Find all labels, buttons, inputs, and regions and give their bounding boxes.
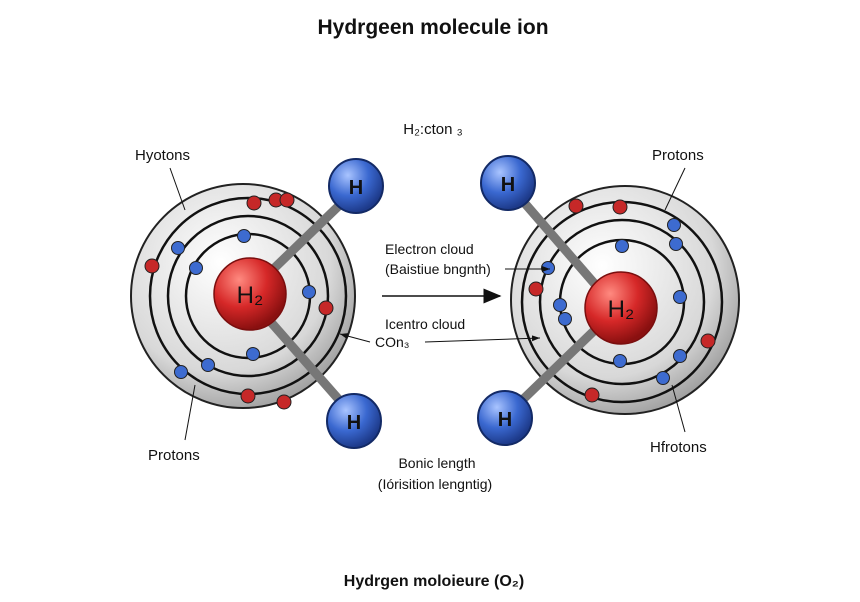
electron-blue bbox=[613, 354, 627, 368]
leader-left-cloud bbox=[339, 333, 371, 343]
electron-blue bbox=[302, 285, 316, 299]
leader-right-top bbox=[664, 167, 686, 211]
electron-red bbox=[240, 388, 256, 404]
label-left-bottom: Protons bbox=[148, 447, 200, 464]
electron-blue bbox=[189, 261, 203, 275]
right-hydrogen-bottom-label: H bbox=[498, 409, 512, 431]
left-nucleus bbox=[213, 257, 287, 331]
electron-red bbox=[528, 281, 544, 297]
electron-blue bbox=[669, 237, 683, 251]
electron-blue bbox=[615, 239, 629, 253]
electron-shell bbox=[538, 218, 706, 386]
electron-red bbox=[279, 192, 295, 208]
left-hydrogen-bottom bbox=[326, 393, 382, 449]
diagram-title: Hydrgeen molecule ion bbox=[317, 16, 548, 39]
left-bond-top bbox=[258, 191, 354, 284]
electron-red bbox=[318, 300, 334, 316]
caption: Hydrgen moloieure (O₂) bbox=[344, 573, 524, 590]
right-hydrogen-top-label: H bbox=[501, 174, 515, 196]
top-label: H₂:cton ₃ bbox=[403, 121, 462, 138]
label-right-bottom: Hfrotons bbox=[650, 439, 707, 456]
electron-blue bbox=[171, 241, 185, 255]
left-hydrogen-top bbox=[328, 158, 384, 214]
leader-con3 bbox=[424, 335, 541, 343]
label-icentro-cloud: Icentro cloud bbox=[385, 316, 465, 332]
electron-blue bbox=[541, 261, 555, 275]
electron-red bbox=[700, 333, 716, 349]
right-hydrogen-bottom bbox=[477, 390, 533, 446]
electron-red bbox=[246, 195, 262, 211]
electron-red bbox=[568, 198, 584, 214]
leader-left-bottom bbox=[184, 384, 196, 441]
label-right-top: Protons bbox=[652, 147, 704, 164]
left-nucleus-label: H₂ bbox=[237, 282, 264, 309]
electron-red bbox=[144, 258, 160, 274]
electron-red bbox=[584, 387, 600, 403]
electron-blue bbox=[174, 365, 188, 379]
right-hydrogen-top bbox=[480, 155, 536, 211]
label-bonic-length: Bonic length bbox=[398, 455, 475, 471]
electron-blue bbox=[553, 298, 567, 312]
electron-red bbox=[612, 199, 628, 215]
electron-blue bbox=[201, 358, 215, 372]
electron-shell bbox=[166, 214, 330, 378]
left-bond-bottom bbox=[258, 309, 352, 413]
label-electron-cloud: Electron cloud bbox=[385, 241, 474, 257]
electron-blue bbox=[246, 347, 260, 361]
label-con3: COn₃ bbox=[375, 334, 410, 350]
electron-blue bbox=[237, 229, 251, 243]
right-nucleus bbox=[584, 271, 658, 345]
right-bond-bottom bbox=[508, 321, 604, 414]
electron-blue bbox=[656, 371, 670, 385]
right-bond-top bbox=[511, 189, 604, 293]
label-bonic-length-sub: (Iórisition lengntig) bbox=[378, 476, 492, 492]
electron-blue bbox=[558, 312, 572, 326]
electron-blue bbox=[673, 349, 687, 363]
left-atom: H₂ H H bbox=[130, 158, 384, 449]
leader-left-top bbox=[169, 167, 186, 211]
label-left-top: Hyotons bbox=[135, 147, 190, 164]
electron-red bbox=[276, 394, 292, 410]
electron-blue bbox=[667, 218, 681, 232]
right-nucleus-label: H₂ bbox=[608, 296, 635, 323]
left-hydrogen-bottom-label: H bbox=[347, 412, 361, 434]
left-hydrogen-top-label: H bbox=[349, 177, 363, 199]
label-electron-cloud-sub: (Baistiue bngnth) bbox=[385, 261, 491, 277]
leader-right-bottom bbox=[671, 384, 686, 433]
right-atom: H₂ H H bbox=[477, 155, 740, 446]
electron-blue bbox=[673, 290, 687, 304]
